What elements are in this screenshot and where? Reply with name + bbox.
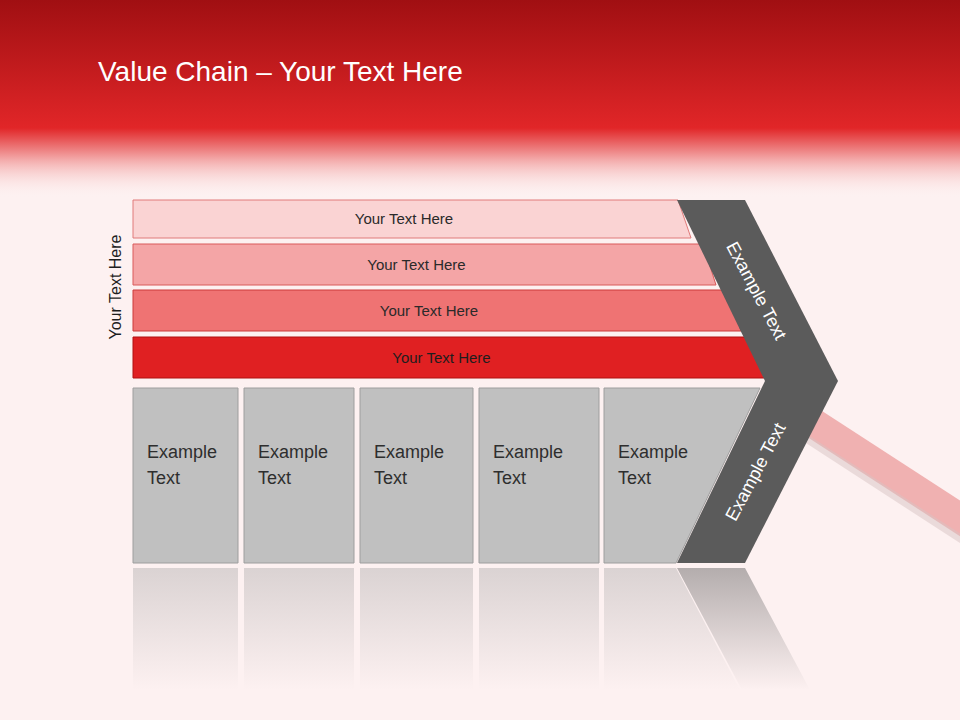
- axis-label: Your Text Here: [107, 235, 125, 340]
- pen-shadow: [790, 428, 960, 548]
- slide-title: Value Chain – Your Text Here: [98, 56, 463, 88]
- reflection: [133, 568, 810, 690]
- pen-stroke: [790, 408, 960, 528]
- shape-fill: [133, 244, 716, 285]
- node-label: Example Text: [147, 439, 233, 491]
- layer-band: Your Text Here: [133, 290, 741, 331]
- activity-box: Example Text: [244, 388, 354, 563]
- node-label: Example Text: [493, 439, 579, 491]
- shape-fill: [479, 388, 599, 563]
- shape-fill: [244, 388, 354, 563]
- layer-band: Your Text Here: [133, 244, 716, 285]
- shape-fill: [133, 337, 766, 378]
- layer-band: Your Text Here: [133, 200, 691, 238]
- shape-fill: [677, 381, 838, 563]
- shape-fill: [133, 290, 741, 331]
- chevron-segment: Example Text: [677, 200, 838, 381]
- activity-box: Example Text: [133, 388, 238, 563]
- chevron-segment: Example Text: [677, 381, 838, 563]
- node-label: Example Text: [258, 439, 344, 491]
- layer-band: Your Text Here: [133, 337, 766, 378]
- node-label: Your Text Here: [133, 200, 675, 238]
- node-label: Example Text: [374, 439, 460, 491]
- node-label: Your Text Here: [133, 244, 700, 285]
- activity-box: Example Text: [479, 388, 599, 563]
- header-band: [0, 0, 960, 128]
- shape-fill: [133, 388, 238, 563]
- node-label: Your Text Here: [133, 337, 750, 378]
- shape-fill: [677, 200, 838, 381]
- shape-fill: [360, 388, 473, 563]
- node-label: Example Text: [618, 439, 704, 491]
- node-label: Your Text Here: [133, 290, 725, 331]
- shape-fill: [133, 200, 691, 238]
- activity-box: Example Text: [360, 388, 473, 563]
- header-fade: [0, 128, 960, 198]
